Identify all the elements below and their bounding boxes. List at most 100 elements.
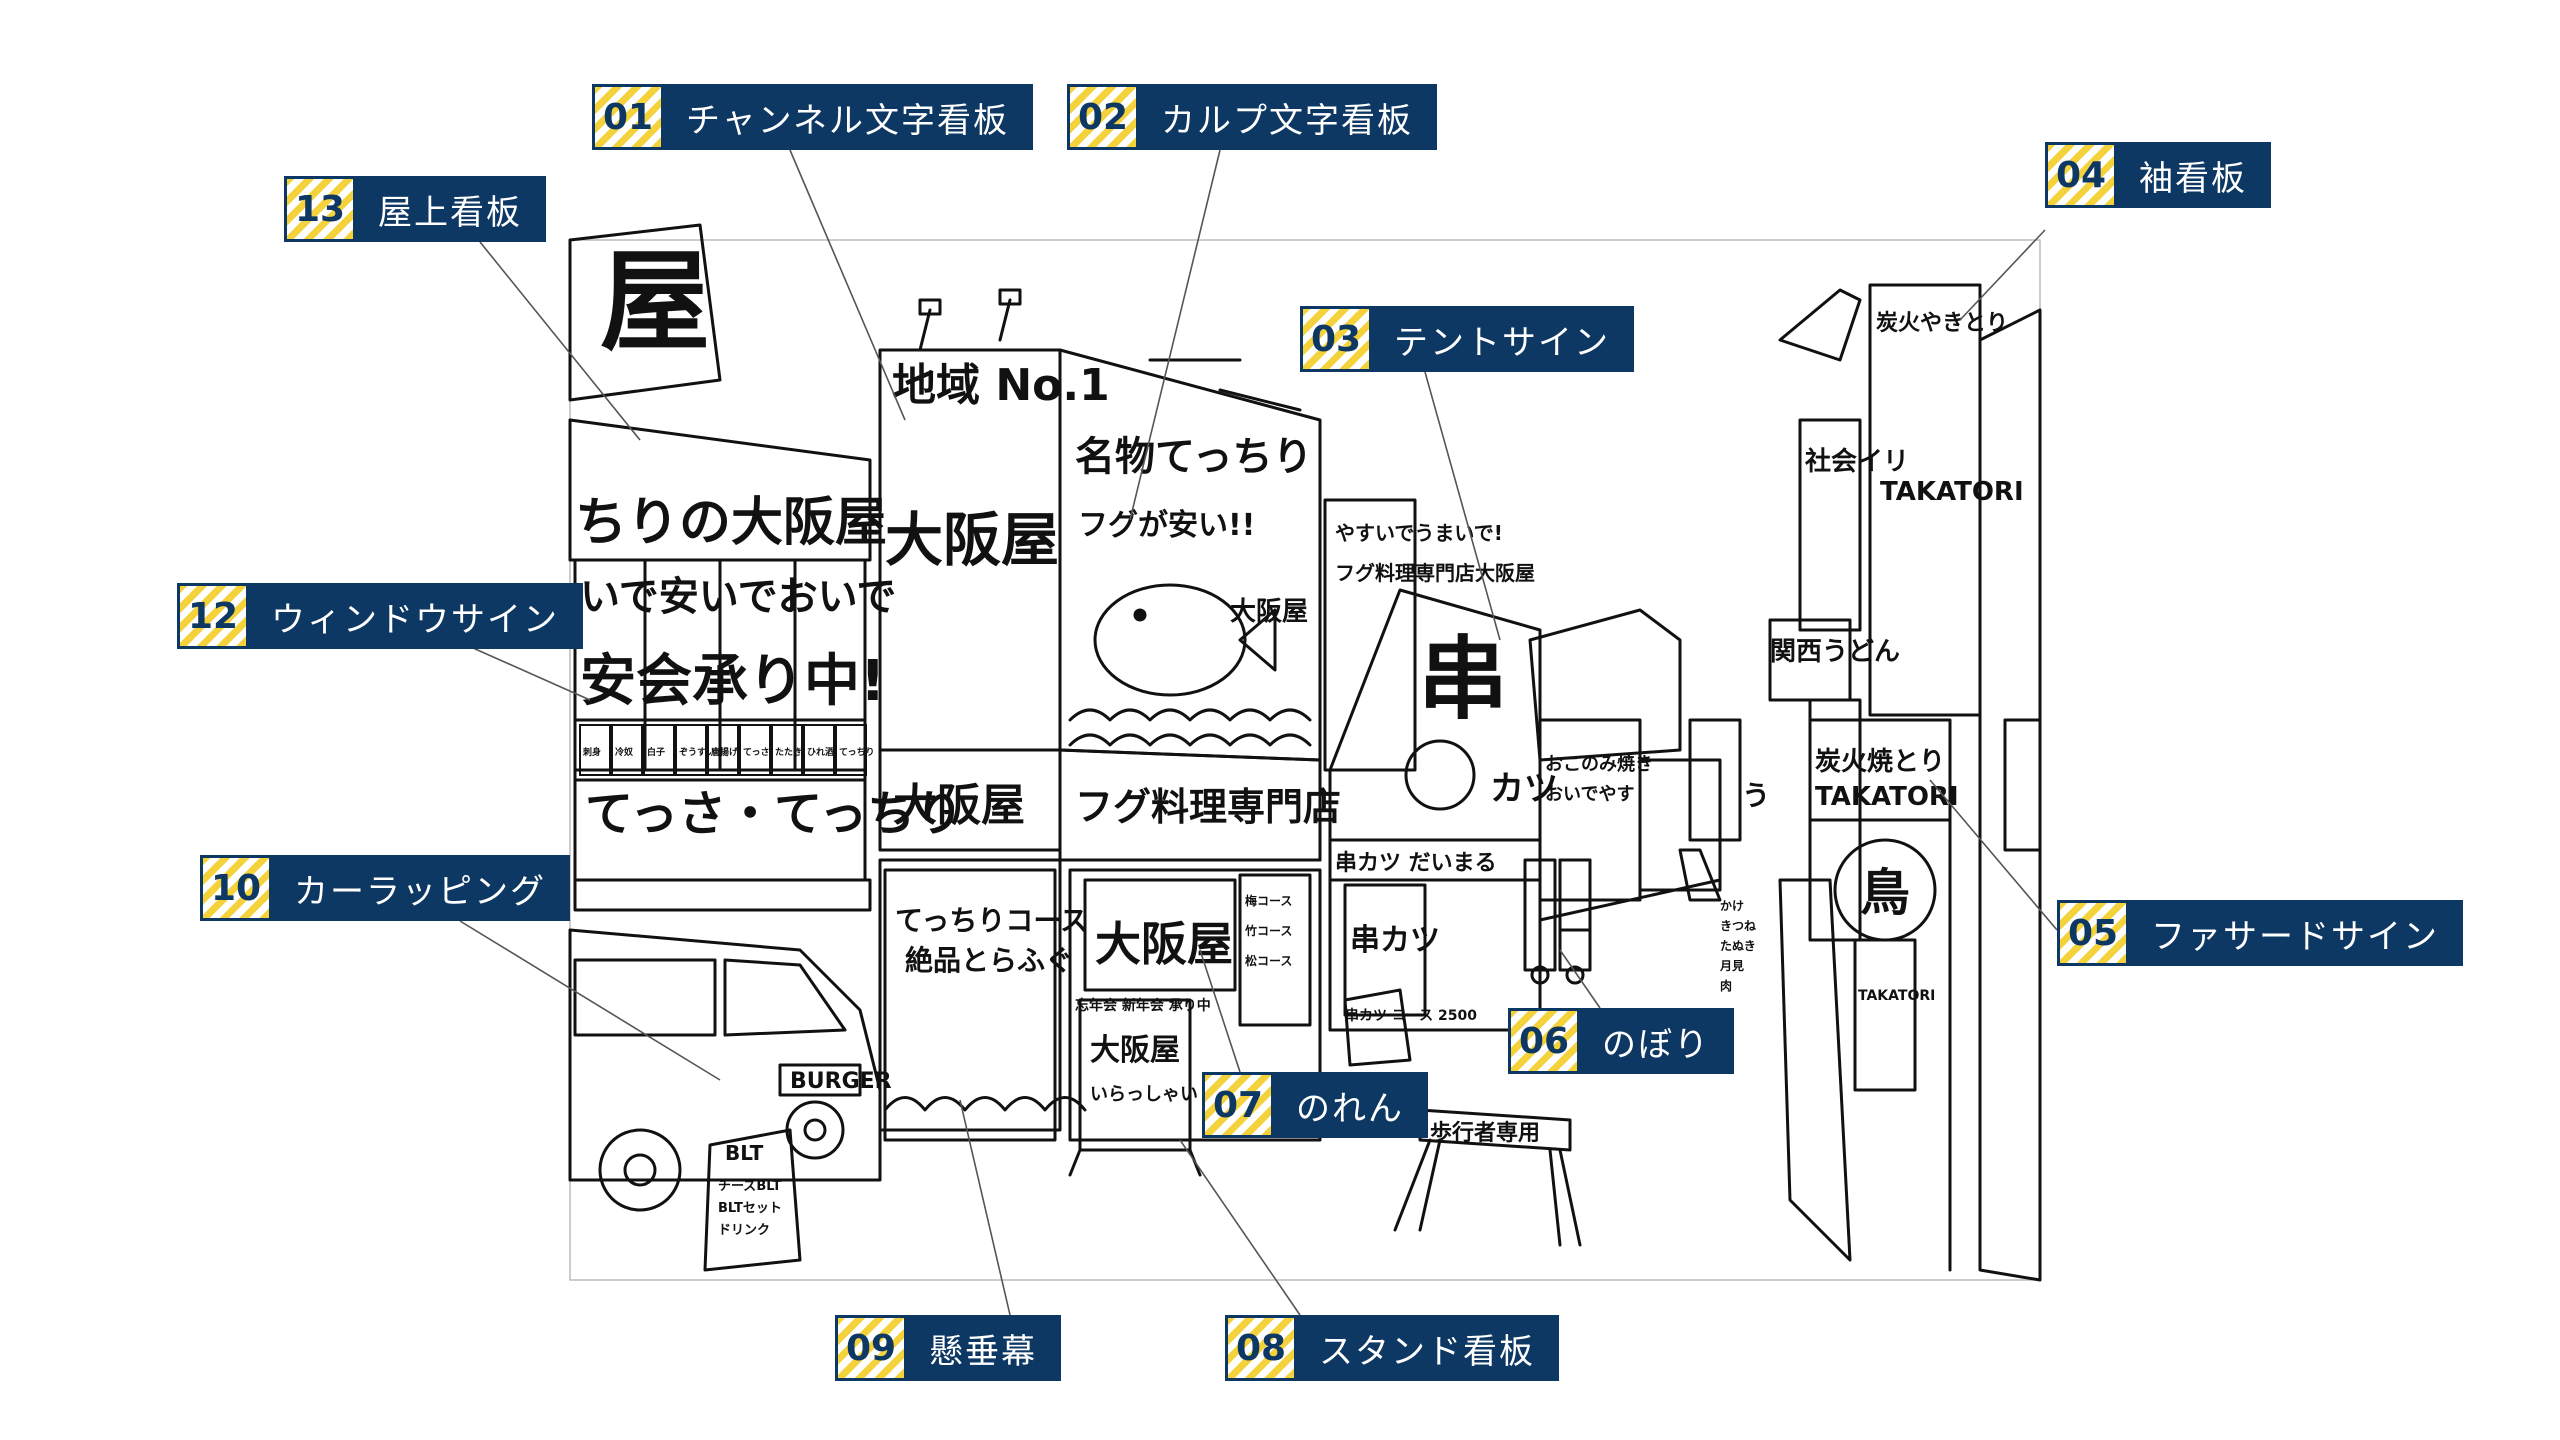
tent-sub-text: カツ — [1490, 769, 1558, 809]
circle-char-text: 鳥 — [1860, 864, 1910, 922]
label-text: カルプ文字看板 — [1161, 100, 1413, 141]
menu-tile-text: ひれ酒 — [807, 746, 834, 758]
culp-top-text: 名物てっちり — [1075, 434, 1313, 480]
menu-tile-text: たたき — [775, 747, 802, 758]
tower-text: 社会イリ — [1805, 446, 1909, 477]
channel-top-text: 地域 No.1 — [892, 360, 1110, 411]
leader-line — [479, 241, 641, 441]
menu-tile-text: 冷奴 — [615, 746, 634, 758]
pedestrian-sign-text: 歩行者専用 — [1430, 1120, 1540, 1146]
facade-top-text: 炭火焼とり — [1815, 747, 1945, 777]
label-13-rooftop-sign: 13 屋上看板 — [284, 176, 546, 242]
window-band-text: いで安いでおいで — [580, 574, 896, 620]
label-number: 12 — [177, 583, 249, 649]
menu-tile — [643, 724, 675, 776]
label-12-window-sign: 12 ウィンドウサイン — [177, 583, 583, 649]
label-09-hanging-banner: 09 懸垂幕 — [835, 1315, 1061, 1381]
car-board-item: チーズBLT — [718, 1178, 781, 1194]
label-01-channel-letter-sign: 01 チャンネル文字看板 — [592, 84, 1033, 150]
fugu-text: フグが安い!! — [1078, 508, 1255, 543]
label-07-noren: 07 のれん — [1202, 1072, 1428, 1138]
menu-board-item: 松コース — [1245, 953, 1292, 968]
leader-line — [1129, 149, 1221, 521]
menu-tile-text: てっちり — [839, 747, 874, 758]
label-number: 03 — [1300, 306, 1372, 372]
label-number: 05 — [2057, 900, 2129, 966]
facade-brand-text: TAKATORI — [1815, 782, 1959, 812]
label-10-car-wrapping: 10 カーラッピング — [200, 855, 570, 921]
noren-text: 大阪屋 — [1095, 917, 1233, 971]
label-03-tent-sign: 03 テントサイン — [1300, 306, 1634, 372]
label-number: 01 — [592, 84, 664, 150]
round-sign-text: う — [1742, 779, 1770, 812]
menu-tile — [579, 724, 611, 776]
banner-hanging2-text: 絶品とらふぐ — [905, 944, 1073, 977]
menu-tile-text: 白子 — [647, 746, 665, 758]
leader-line — [454, 639, 591, 701]
label-05-facade-sign: 05 ファサードサイン — [2057, 900, 2463, 966]
menu-tile-text: 刺身 — [582, 746, 601, 758]
leader-line — [459, 920, 721, 1081]
label-number: 08 — [1225, 1315, 1297, 1381]
stand-menu-item: きつね — [1720, 919, 1756, 933]
car-text: BURGER — [790, 1069, 892, 1094]
label-08-stand-sign: 08 スタンド看板 — [1225, 1315, 1559, 1381]
label-text: チャンネル文字看板 — [686, 100, 1009, 141]
label-number: 07 — [1202, 1072, 1274, 1138]
leader-line — [1929, 779, 2058, 931]
menu-tile — [771, 724, 803, 776]
vertical-sign-text: やすいでうまいで! — [1335, 521, 1503, 545]
banner-hanging-text: てっちりコース — [895, 904, 1088, 937]
leader-line — [1424, 371, 1501, 641]
leader-line — [959, 1099, 1011, 1316]
label-text: 懸垂幕 — [929, 1331, 1037, 1372]
label-number: 10 — [200, 855, 272, 921]
label-text: ウィンドウサイン — [271, 599, 559, 640]
label-text: カーラッピング — [294, 871, 546, 912]
rooftop-char: 屋 — [600, 238, 710, 366]
label-text: スタンド看板 — [1319, 1331, 1535, 1372]
label-02-culp-letter-sign: 02 カルプ文字看板 — [1067, 84, 1437, 150]
menu-tile — [835, 724, 867, 776]
kushi-banner-text: 串カツ — [1350, 923, 1440, 958]
rooftop-banner-text: ちりの大阪屋 — [575, 493, 887, 553]
label-04-sleeve-sign: 04 袖看板 — [2045, 142, 2271, 208]
okonomi-text: おこのみ焼き — [1545, 753, 1653, 775]
window-big-text: 安会承り中! — [580, 649, 886, 714]
menu-tile — [611, 724, 643, 776]
fascia-right-text: フグ料理専門店 — [1075, 785, 1341, 829]
okonomi2-text: おいでやす — [1545, 784, 1634, 805]
tent-char-text: 串 — [1418, 627, 1508, 732]
leader-line — [1559, 949, 1601, 1009]
vertical-sign2-text: フグ料理専門店大阪屋 — [1335, 561, 1535, 585]
stand-main-text: 大阪屋 — [1090, 1033, 1180, 1068]
label-number: 04 — [2045, 142, 2117, 208]
fee-sign-text: 串カツ コース 2500 — [1345, 1007, 1477, 1024]
small-vertical-text: TAKATORI — [1858, 988, 1935, 1004]
channel-main-text: 大阪屋 — [885, 506, 1059, 574]
label-text: 屋上看板 — [378, 192, 522, 233]
sleeve-brand-text: TAKATORI — [1880, 477, 2024, 507]
noren-side-text: 忘年会 新年会 承り中 — [1075, 997, 1211, 1014]
leader-line — [1199, 949, 1241, 1073]
label-text: のれん — [1296, 1088, 1404, 1129]
menu-tile — [739, 724, 771, 776]
leader-line — [1179, 1139, 1301, 1316]
label-number: 09 — [835, 1315, 907, 1381]
label-number: 02 — [1067, 84, 1139, 150]
stand-side-text: いらっしゃい — [1090, 1084, 1198, 1105]
label-text: テントサイン — [1394, 322, 1610, 363]
lower-band-text: てっさ・てっちり — [585, 786, 963, 842]
menu-board-item: 梅コース — [1245, 893, 1292, 908]
stand-menu-item: かけ — [1720, 899, 1744, 913]
menu-tile — [707, 724, 739, 776]
leader-line — [1959, 229, 2046, 321]
car-board-title: BLT — [725, 1141, 764, 1165]
sleeve-top-text: 炭火やきとり — [1876, 310, 2008, 336]
label-text: 袖看板 — [2139, 158, 2247, 199]
label-number: 13 — [284, 176, 356, 242]
car-board-item: ドリンク — [718, 1223, 770, 1238]
fugu-side-text: 大阪屋 — [1230, 597, 1308, 627]
menu-tile-text: ぞうすい — [679, 747, 715, 758]
